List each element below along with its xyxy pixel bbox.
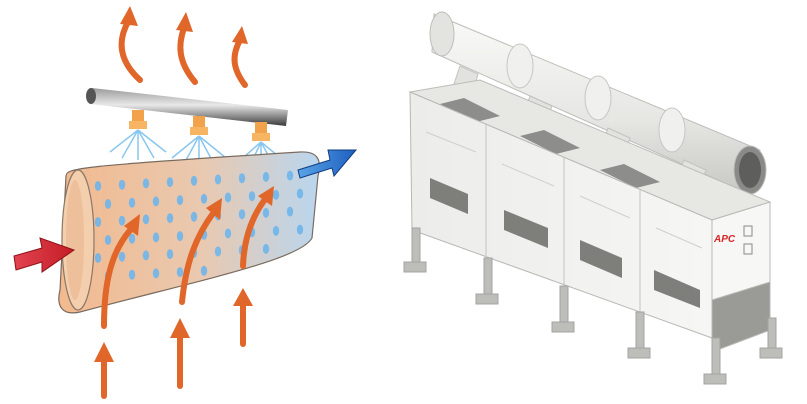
droplet-icon (224, 228, 232, 239)
hot-air-arrow-icon (118, 19, 143, 83)
droplet-icon (286, 170, 294, 181)
droplet-icon (238, 209, 246, 220)
apc-logo: APC (713, 234, 736, 245)
hot-air-arrow-icon (232, 26, 248, 44)
heat-exchanger-duct (58, 151, 321, 314)
droplet-icon (190, 211, 198, 222)
droplet-icon (238, 173, 246, 184)
spray-nozzles (129, 110, 270, 141)
droplet-icon (118, 179, 126, 190)
droplet-icon (118, 215, 126, 226)
droplet-icon (142, 214, 150, 225)
droplet-icon (152, 268, 160, 279)
hot-air-arrow-icon (233, 288, 253, 306)
exhaust-duct (429, 11, 767, 195)
droplet-icon (118, 251, 126, 262)
droplet-icon (152, 196, 160, 207)
droplet-icon (200, 193, 208, 204)
outlet-air-arrow-icon (297, 149, 358, 179)
droplet-icon (128, 269, 136, 280)
droplet-icon (128, 233, 136, 244)
droplet-icon (296, 188, 304, 199)
droplet-icon (128, 197, 136, 208)
droplet-icon (176, 195, 184, 206)
hot-air-arrow-icon (231, 37, 248, 88)
hot-air-arrow-icon (206, 198, 222, 220)
hot-air-arrow-icon (176, 12, 193, 32)
droplet-icon (94, 217, 102, 227)
droplet-icon (272, 189, 280, 200)
droplet-icon (248, 191, 256, 202)
droplet-icon (166, 213, 174, 224)
spray-nozzle-icon (190, 116, 208, 135)
exhaust-arrows (118, 19, 248, 88)
hot-air-arrow-icon (258, 186, 274, 206)
control-panel-icon (743, 225, 753, 237)
cabinet-top (408, 79, 772, 221)
droplet-icon (272, 225, 280, 236)
hot-air-arrow-icon (94, 342, 114, 362)
hot-air-arrow-icon (179, 209, 217, 305)
ambient-air-arrows (101, 303, 246, 399)
droplet-icon (190, 175, 198, 186)
droplet-icon (142, 178, 150, 189)
rising-hot-air-arrows (101, 195, 269, 329)
droplet-icon (262, 243, 270, 254)
droplet-icon (166, 249, 174, 260)
droplet-icon (262, 171, 270, 182)
droplet-icon (224, 192, 232, 203)
droplet-icon (142, 250, 150, 261)
hot-air-arrow-icon (240, 195, 269, 269)
hot-air-arrow-icon (120, 6, 138, 26)
control-panel-icon (743, 243, 753, 255)
droplet-icon (152, 232, 160, 243)
droplet-icon (214, 174, 222, 185)
droplet-icon (104, 235, 112, 245)
hot-air-arrow-icon (124, 214, 140, 236)
droplet-icon (166, 177, 174, 188)
support-legs (403, 227, 783, 385)
spray-nozzle-icon (252, 122, 270, 141)
inlet-air-arrow-icon (13, 237, 76, 273)
hot-air-arrow-icon (101, 225, 135, 329)
evaporative-cooling-diagram (13, 6, 358, 399)
hot-air-arrow-icon (170, 318, 190, 338)
droplet-icon (104, 199, 112, 209)
svg-text:APC: APC (713, 234, 736, 245)
droplet-icon (262, 207, 270, 218)
spray-pipe (86, 88, 288, 126)
droplet-icon (200, 265, 208, 276)
spray-nozzle-icon (129, 110, 147, 129)
droplet-icon (286, 206, 294, 217)
droplet-icon (296, 224, 304, 235)
droplet-icon (214, 246, 222, 257)
droplet-icon (176, 267, 184, 278)
hot-air-arrow-icon (177, 25, 198, 85)
droplet-icon (176, 231, 184, 242)
droplet-icon (94, 181, 102, 191)
droplet-icon (94, 253, 102, 263)
